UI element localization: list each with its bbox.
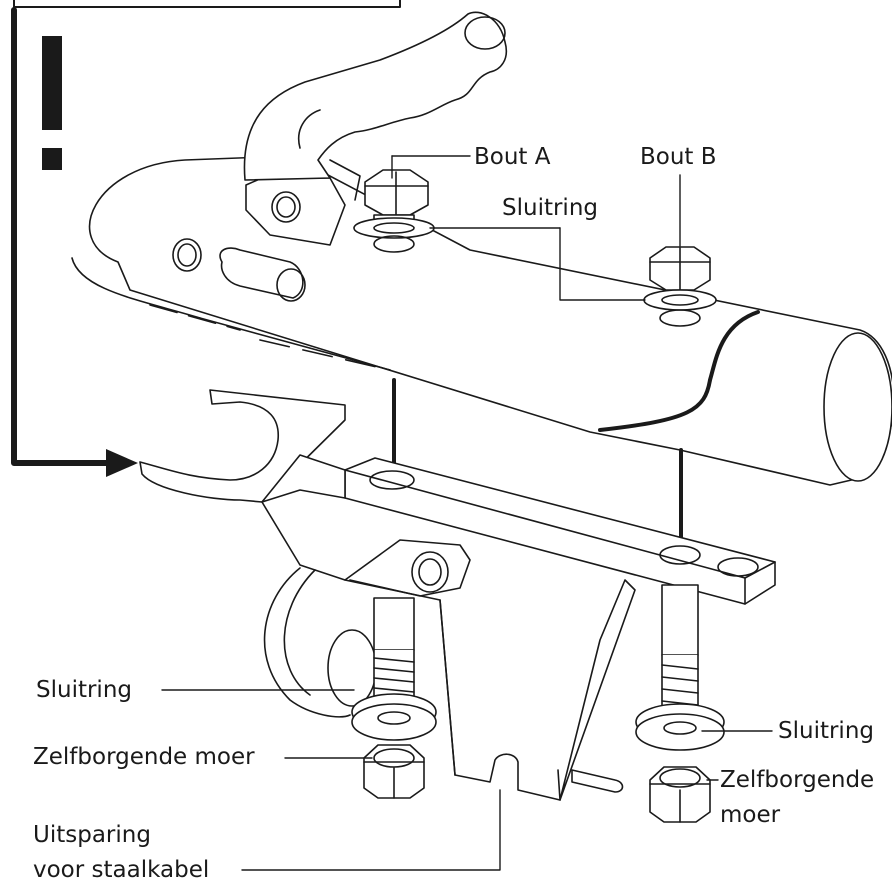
- label-uitsparing-2: voor staalkabel: [33, 857, 210, 883]
- bolt-lower-right: [635, 584, 725, 823]
- label-bout-a: Bout A: [474, 144, 551, 170]
- bolt-b: [643, 246, 717, 327]
- pin: [571, 769, 624, 793]
- label-sluitring-top: Sluitring: [502, 195, 598, 221]
- label-sluitring-left: Sluitring: [36, 677, 132, 703]
- lower-frame: [261, 454, 636, 801]
- label-bout-b: Bout B: [640, 144, 717, 170]
- bolt-lower-left: [351, 597, 437, 799]
- fork-plate: [139, 389, 346, 503]
- coupling-handle: [243, 11, 508, 201]
- warning-frame: [13, 0, 401, 8]
- label-zelfborgende-moer-right-1: Zelfborgende: [720, 767, 875, 793]
- label-zelfborgende-moer-right-2: moer: [720, 802, 781, 828]
- pointer-arrow: [11, 7, 138, 477]
- leader-lines: [161, 155, 773, 871]
- exclamation-icon: [42, 36, 62, 170]
- label-uitsparing-1: Uitsparing: [33, 822, 151, 848]
- label-zelfborgende-moer-left: Zelfborgende moer: [33, 744, 255, 770]
- label-sluitring-right: Sluitring: [778, 718, 874, 744]
- coupling-body: [71, 155, 892, 486]
- cable-drum: [263, 567, 377, 718]
